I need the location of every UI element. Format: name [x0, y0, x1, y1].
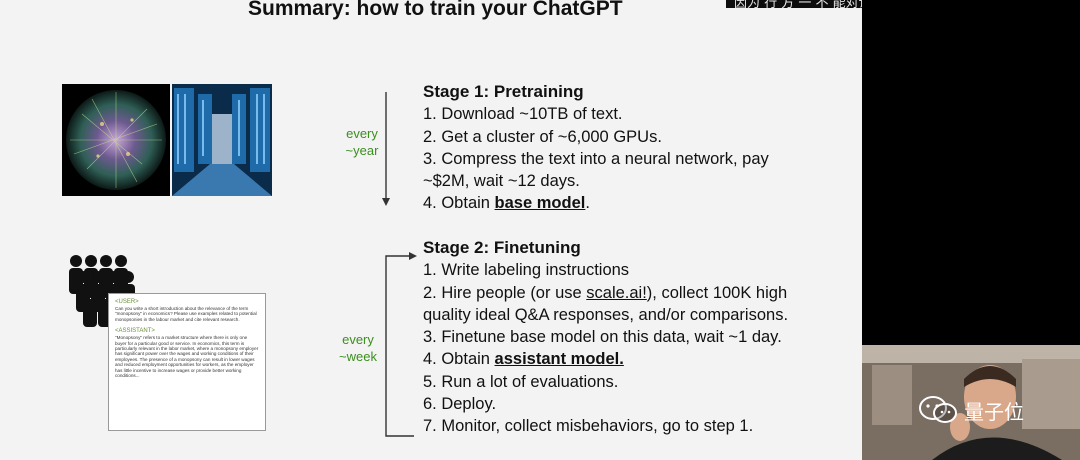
stage2-step: quality ideal Q&A responses, and/or comp…	[423, 305, 789, 324]
assistant-text: "Monopsony" refers to a market structure…	[115, 335, 259, 379]
base-model-term: base model	[494, 194, 586, 213]
step-prefix: 4. Obtain	[423, 350, 495, 369]
stage2-heading: Stage 2: Finetuning	[423, 238, 581, 257]
stage2-step-4: 4. Obtain assistant model.	[423, 348, 788, 370]
video-black-area	[862, 0, 1080, 345]
step-prefix: 4. Obtain	[423, 194, 495, 213]
stage2-step: 3. Finetune base model on this data, wai…	[423, 328, 782, 347]
wechat-icon	[919, 396, 957, 423]
frequency-line: ~year	[345, 143, 379, 158]
stage1-down-arrow	[382, 92, 390, 206]
watermark: 量子位	[918, 395, 1024, 425]
step-prefix: 2. Hire people (or use	[423, 283, 587, 302]
stage2-frequency: every ~week	[333, 331, 383, 365]
slide-title: Summary: how to train your ChatGPT	[248, 0, 623, 20]
qa-example-card: <USER> Can you write a short introductio…	[108, 293, 266, 431]
stage1-block: Stage 1: Pretraining 1. Download ~10TB o…	[423, 81, 769, 215]
assistant-model-term: assistant model.	[494, 350, 624, 369]
presentation-slide: Summary: how to train your ChatGPT	[0, 0, 862, 460]
stage2-block: Stage 2: Finetuning 1. Write labeling in…	[423, 237, 788, 438]
stage1-frequency: every ~year	[337, 125, 387, 159]
step-suffix: ), collect 100K high	[646, 283, 788, 302]
stage1-step-4: 4. Obtain base model.	[423, 192, 769, 214]
speaker-video-image	[862, 345, 1080, 460]
user-label: <USER>	[115, 299, 139, 305]
frequency-line: ~week	[339, 349, 377, 364]
step-suffix: .	[585, 194, 590, 213]
user-text: Can you write a short introduction about…	[115, 306, 257, 322]
stage1-step: ~$2M, wait ~12 days.	[423, 172, 580, 191]
stage1-heading: Stage 1: Pretraining	[423, 82, 584, 101]
watermark-text: 量子位	[964, 399, 1024, 424]
stage2-step: 5. Run a lot of evaluations.	[423, 372, 619, 391]
stage2-step: 6. Deploy.	[423, 395, 497, 414]
stage1-step: 3. Compress the text into a neural netwo…	[423, 149, 769, 168]
stage2-step-2: 2. Hire people (or use scale.ai!), colle…	[423, 282, 788, 304]
stage2-step: 1. Write labeling instructions	[423, 261, 630, 280]
stage2-loop-arrow	[385, 252, 417, 437]
stage2-step: 7. Monitor, collect misbehaviors, go to …	[423, 417, 754, 436]
datacenter-image	[172, 84, 272, 196]
top-caption: 因为 行 方 一 不 能对话操作 9 必	[734, 0, 928, 8]
assistant-label: <ASSISTANT>	[115, 328, 155, 335]
frequency-line: every	[342, 332, 374, 347]
stage1-step: 2. Get a cluster of ~6,000 GPUs.	[423, 127, 662, 146]
scale-ai-link[interactable]: scale.ai!	[586, 283, 647, 302]
stage1-step: 1. Download ~10TB of text.	[423, 105, 623, 124]
frequency-line: every	[346, 126, 378, 141]
webcam-feed: 量子位	[862, 345, 1080, 460]
neural-network-image	[62, 84, 170, 196]
